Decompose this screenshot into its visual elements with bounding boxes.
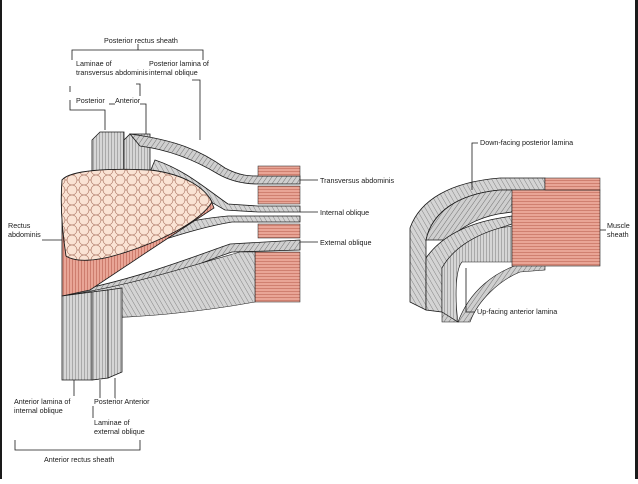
label-down-facing-posterior-lamina: Down-facing posterior lamina <box>480 138 573 147</box>
left-leader-lines <box>14 44 318 451</box>
label-laminae-external-2: external oblique <box>94 427 145 436</box>
right-labels: Down-facing posterior lamina Up-facing a… <box>477 138 630 316</box>
label-anterior-top: Anterior <box>115 96 141 105</box>
right-muscle-block <box>511 189 601 267</box>
label-posterior-anterior-bottom: Posterior Anterior <box>94 397 150 406</box>
label-laminae-external-1: Laminae of <box>94 418 130 427</box>
anterior-lamina-external-oblique <box>107 287 123 379</box>
lower-muscle-block <box>254 251 301 303</box>
left-labels: Posterior rectus sheath Laminae of trans… <box>8 36 394 464</box>
right-sheath-figure <box>409 177 601 323</box>
right-frame-border <box>635 0 638 479</box>
label-rectus-2: abdominis <box>8 230 41 239</box>
left-rectus-sheath-figure <box>60 131 301 381</box>
label-laminae-transversus-1: Laminae of <box>76 59 112 68</box>
label-posterior-lamina-internal-1: Posterior lamina of <box>149 59 209 68</box>
right-leader-lines <box>465 142 606 313</box>
label-posterior-rectus-sheath: Posterior rectus sheath <box>104 36 178 45</box>
label-rectus-1: Rectus <box>8 221 31 230</box>
label-muscle-1: Muscle <box>607 221 630 230</box>
label-up-facing-anterior-lamina: Up-facing anterior lamina <box>477 307 557 316</box>
transversus-muscle-block <box>257 165 301 177</box>
label-anterior-lamina-1: Anterior lamina of <box>14 397 70 406</box>
label-muscle-2: sheath <box>607 230 629 239</box>
rectus-abdominis-cut-surface <box>60 168 213 261</box>
label-laminae-transversus-2: transversus abdominis <box>76 68 148 77</box>
right-muscle-top-band <box>544 177 601 191</box>
label-posterior-top: Posterior <box>76 96 105 105</box>
left-frame-border <box>0 0 2 479</box>
label-posterior-lamina-internal-2: internal oblique <box>149 68 198 77</box>
external-oblique-muscle-block <box>257 223 301 239</box>
label-internal-oblique: Internal oblique <box>320 208 369 217</box>
label-transversus-abdominis: Transversus abdominis <box>320 176 394 185</box>
anterior-lamina-internal-oblique <box>61 291 93 381</box>
internal-oblique-muscle-block <box>257 185 301 205</box>
label-external-oblique: External oblique <box>320 238 372 247</box>
label-anterior-rectus-sheath: Anterior rectus sheath <box>44 455 114 464</box>
label-anterior-lamina-2: internal oblique <box>14 406 63 415</box>
posterior-lamina-external-oblique <box>91 289 109 381</box>
